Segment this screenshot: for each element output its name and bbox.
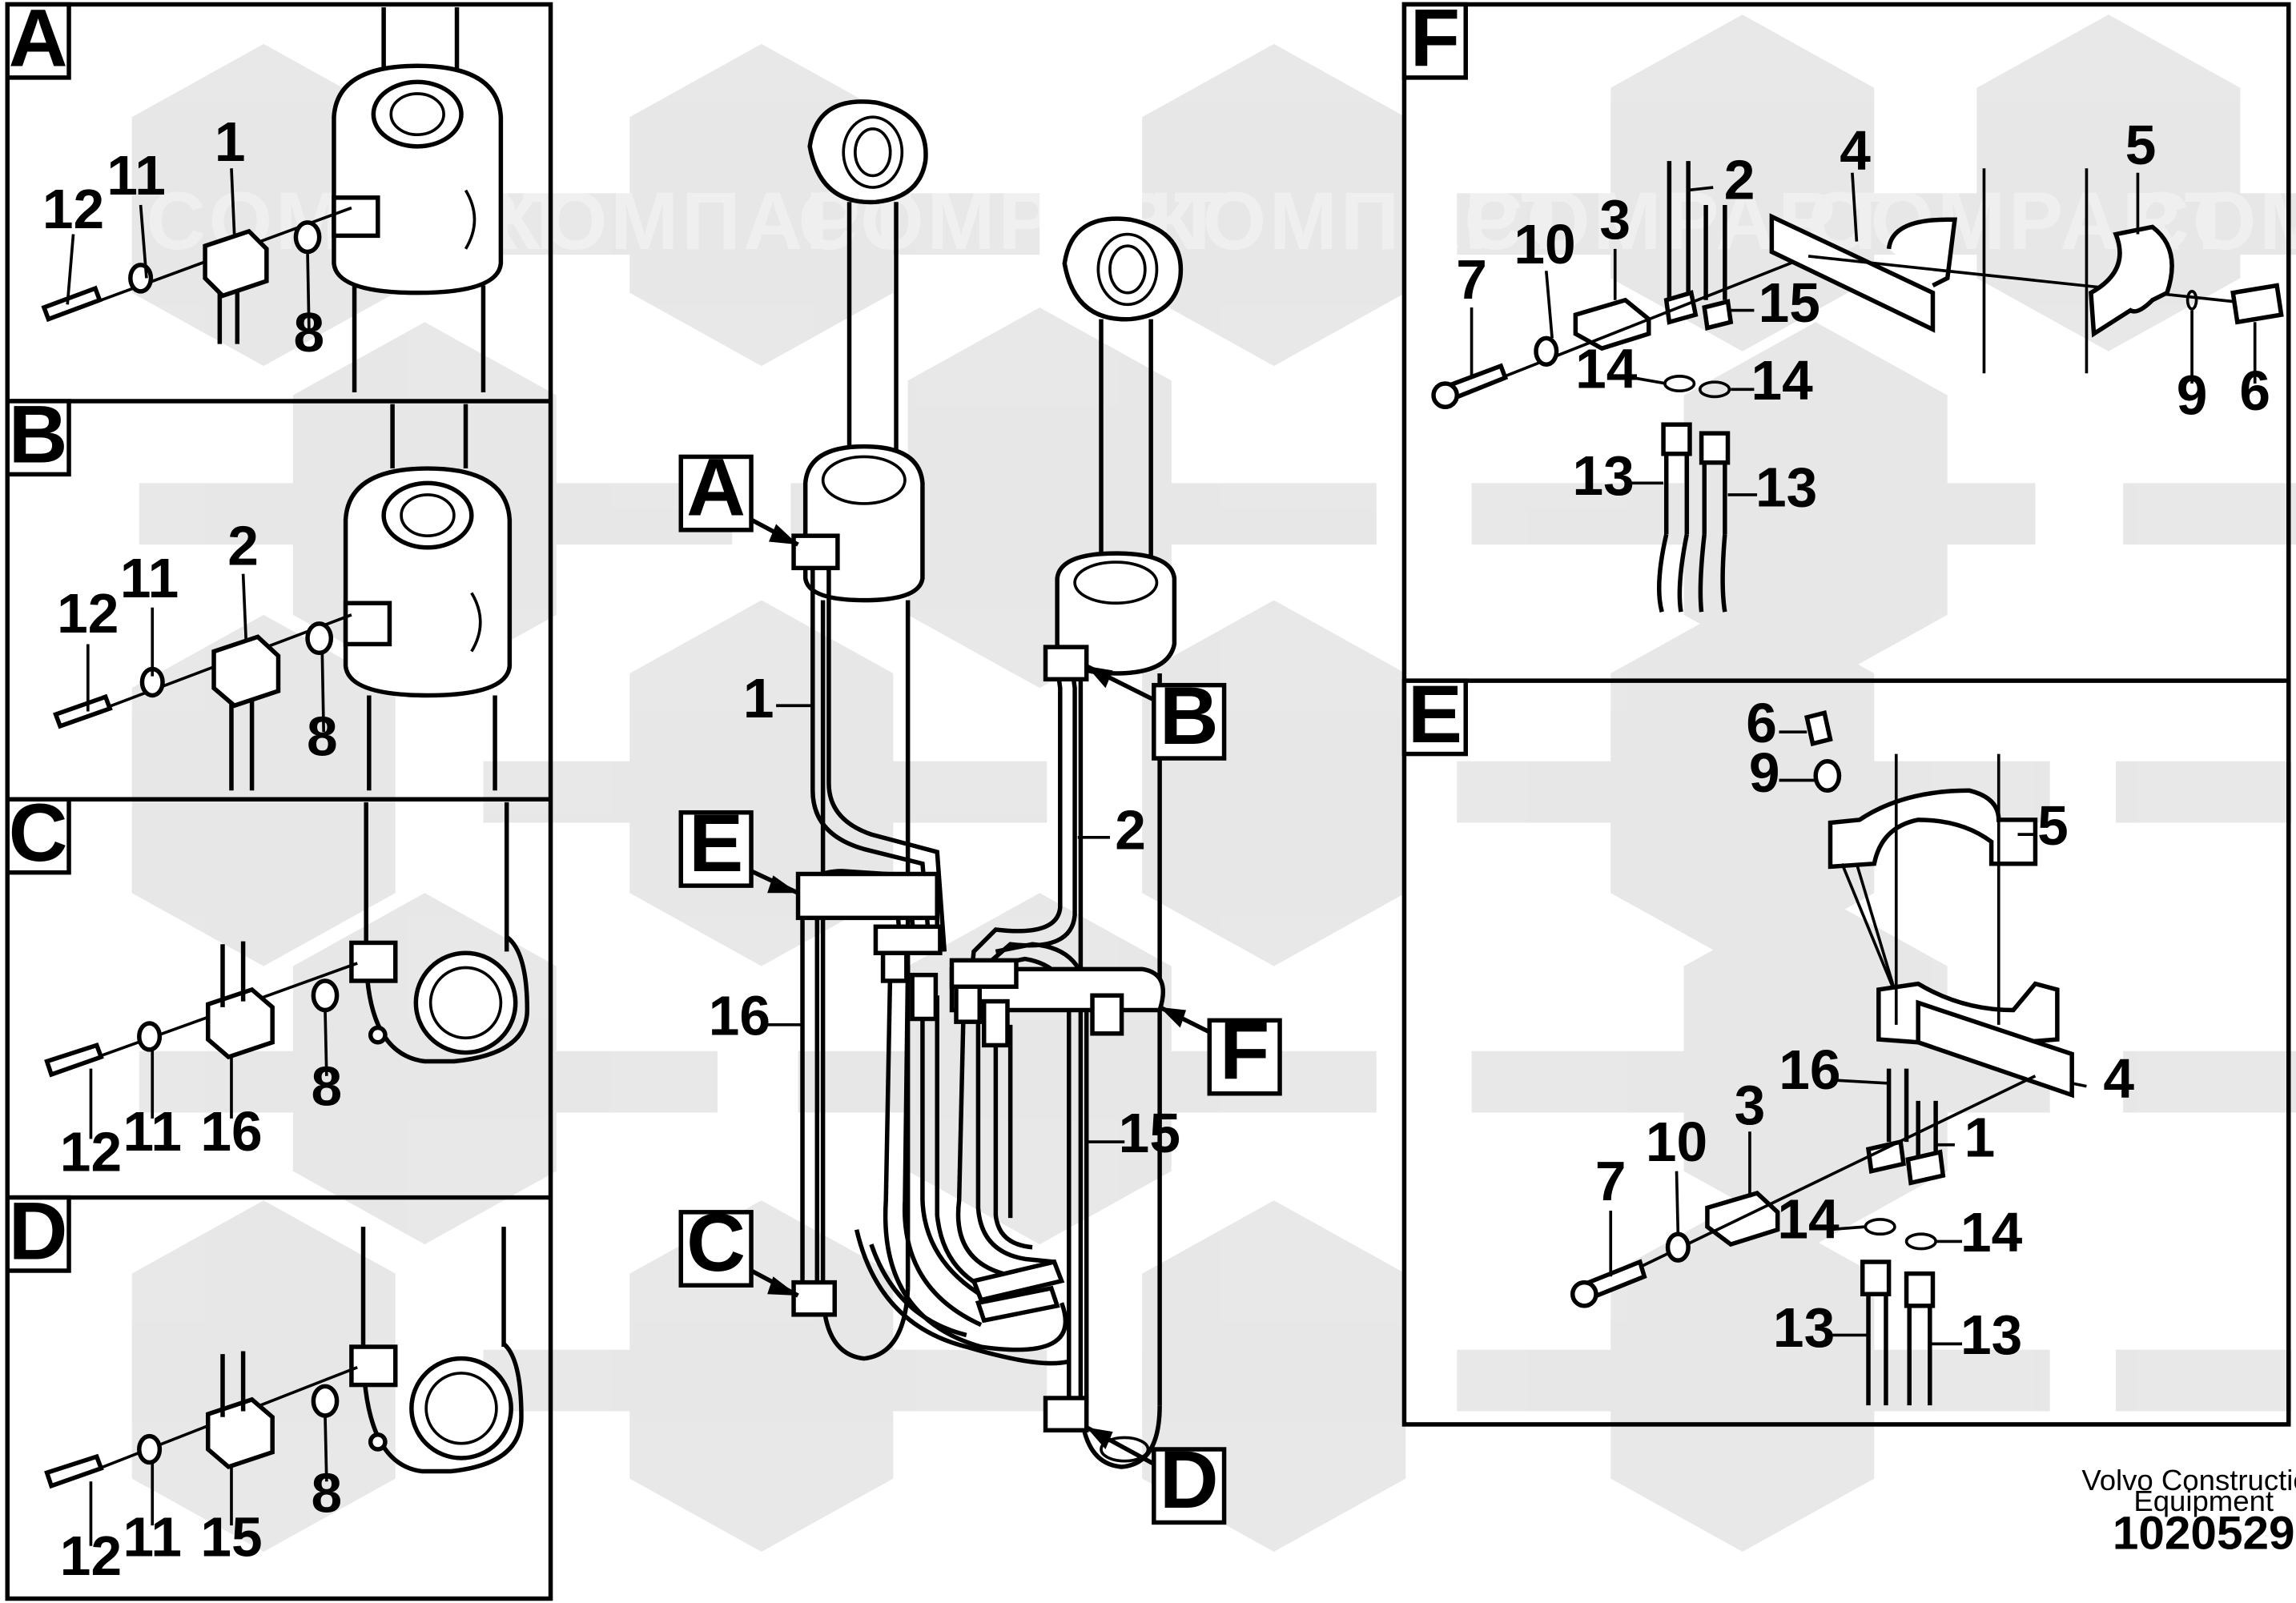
callout-8: 8 <box>311 1055 342 1117</box>
svg-text:D: D <box>9 1184 68 1276</box>
main-tag-A: A <box>678 441 799 547</box>
panel-d-drawing <box>44 1227 524 1546</box>
callout-8: 8 <box>311 1462 342 1525</box>
svg-text:B: B <box>1160 669 1219 761</box>
callout-12: 12 <box>57 582 119 645</box>
callout-1: 1 <box>743 667 774 729</box>
callout-13: 13 <box>1572 444 1634 507</box>
callout-11: 11 <box>120 547 179 609</box>
callout-1: 1 <box>1964 1106 1996 1168</box>
callout-2: 2 <box>1115 798 1146 861</box>
callout-7: 7 <box>1595 1150 1627 1212</box>
callout-14: 14 <box>1751 349 1814 412</box>
callout-11: 11 <box>123 1100 182 1163</box>
callout-3: 3 <box>1599 188 1631 251</box>
callout-9: 9 <box>1749 741 1780 804</box>
svg-text:F: F <box>1220 1004 1270 1096</box>
callout-14: 14 <box>1777 1188 1840 1251</box>
callout-7: 7 <box>1456 248 1487 311</box>
callout-6: 6 <box>2239 360 2270 422</box>
svg-text:A: A <box>9 0 68 83</box>
callout-13: 13 <box>1755 456 1817 519</box>
panel-tag-C: C <box>5 786 71 878</box>
callout-5: 5 <box>2125 114 2157 176</box>
callout-13: 13 <box>1960 1304 2022 1366</box>
callout-11: 11 <box>123 1505 182 1568</box>
panel-b-drawing <box>53 404 513 791</box>
panel-a-drawing <box>41 7 504 392</box>
svg-text:C: C <box>9 786 68 878</box>
callout-5: 5 <box>2037 794 2069 857</box>
callout-14: 14 <box>1960 1201 2023 1264</box>
callout-12: 12 <box>60 1121 122 1183</box>
svg-text:E: E <box>1408 668 1462 760</box>
main-tag-B: B <box>1085 664 1227 761</box>
callout-8: 8 <box>307 705 338 767</box>
svg-text:D: D <box>1160 1433 1219 1525</box>
callout-10: 10 <box>1514 213 1575 275</box>
callout-8: 8 <box>294 301 325 364</box>
panel-tag-A: A <box>5 0 71 83</box>
callout-14: 14 <box>1575 338 1638 400</box>
doc-number: 1020529 <box>2113 1507 2295 1559</box>
callout-15: 15 <box>1119 1102 1180 1164</box>
svg-text:C: C <box>686 1196 746 1288</box>
svg-text:A: A <box>686 441 746 533</box>
panel-tag-F: F <box>1401 0 1468 83</box>
svg-text:F: F <box>1410 0 1461 83</box>
callout-12: 12 <box>60 1525 122 1587</box>
svg-text:E: E <box>689 797 743 889</box>
callout-11: 11 <box>107 144 165 207</box>
callout-15: 15 <box>200 1505 262 1568</box>
panel-f-drawing <box>1431 161 2284 613</box>
footer-company-line1: Volvo Construction <box>2081 1464 2296 1497</box>
callout-2: 2 <box>227 515 259 577</box>
callout-13: 13 <box>1773 1296 1835 1359</box>
panel-tag-D: D <box>5 1184 71 1276</box>
callout-1: 1 <box>215 110 246 173</box>
watermark-text: КОМПАРТ <box>1149 175 1574 267</box>
panel-e-drawing <box>1570 710 2087 1406</box>
callout-15: 15 <box>1759 271 1820 334</box>
callout-6: 6 <box>1746 692 1777 754</box>
callout-3: 3 <box>1735 1074 1766 1136</box>
main-assembly <box>791 99 1184 1469</box>
panel-tag-B: B <box>5 388 71 480</box>
footer-company-line2: Equipment <box>2133 1484 2274 1517</box>
callout-2: 2 <box>1724 149 1755 211</box>
svg-text:B: B <box>9 388 68 480</box>
callout-4: 4 <box>1840 119 1871 182</box>
main-tag-E: E <box>678 797 799 895</box>
callout-12: 12 <box>42 178 104 240</box>
callout-10: 10 <box>1646 1111 1707 1173</box>
panel-tag-E: E <box>1401 668 1468 760</box>
callout-9: 9 <box>2177 364 2208 426</box>
main-tag-C: C <box>678 1196 799 1298</box>
main-tag-F: F <box>1158 1004 1282 1096</box>
callout-4: 4 <box>2103 1047 2134 1110</box>
main-tag-D: D <box>1085 1425 1227 1525</box>
callout-16: 16 <box>709 985 770 1047</box>
callout-16: 16 <box>1779 1039 1840 1101</box>
callout-16: 16 <box>200 1100 262 1163</box>
panel-c-drawing <box>44 802 530 1139</box>
